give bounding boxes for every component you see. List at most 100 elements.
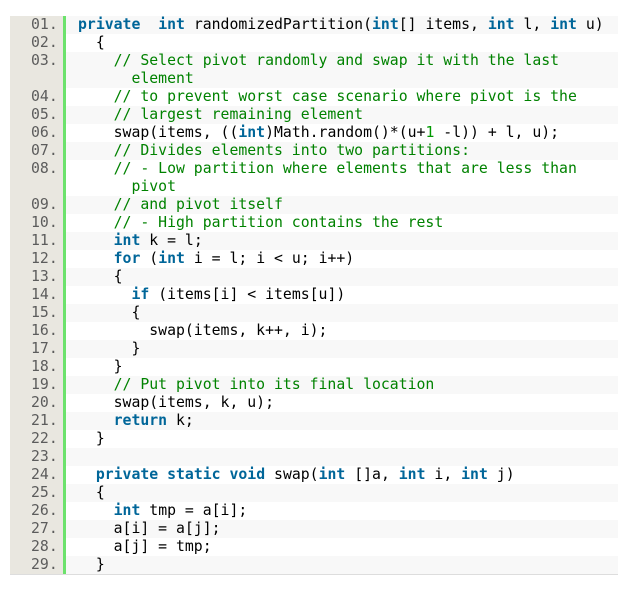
code-line: 04. // to prevent worst case scenario wh… xyxy=(10,88,618,106)
line-number: 17. xyxy=(31,340,58,357)
code-token: i = l; i < u; i++) xyxy=(184,250,355,267)
number-literal: 1 xyxy=(425,124,435,141)
code-token: { xyxy=(78,304,141,321)
code-token xyxy=(78,232,114,249)
code-token: []a, xyxy=(345,466,399,483)
line-number-gutter: 16. xyxy=(10,322,63,340)
code-token: k; xyxy=(167,412,194,429)
comment: // to prevent worst case scenario where … xyxy=(78,88,577,105)
line-number: 16. xyxy=(31,322,58,339)
keyword: if xyxy=(131,286,150,303)
gutter-divider xyxy=(63,304,66,322)
code-token: [] items, xyxy=(398,16,488,33)
code-text: { xyxy=(66,304,618,322)
line-number-gutter: 14. xyxy=(10,286,63,304)
line-number-gutter: 08. xyxy=(10,160,63,196)
code-text: // Put pivot into its final location xyxy=(66,376,618,394)
code-token xyxy=(158,466,167,483)
code-line: 19. // Put pivot into its final location xyxy=(10,376,618,394)
gutter-divider xyxy=(63,250,66,268)
line-number: 06. xyxy=(31,124,58,141)
keyword: private xyxy=(78,16,141,33)
gutter-divider xyxy=(63,34,66,52)
code-token: j) xyxy=(487,466,515,483)
keyword: int xyxy=(372,16,399,33)
gutter-divider xyxy=(63,376,66,394)
code-token: swap(items, k++, i); xyxy=(78,322,328,339)
code-token: l, xyxy=(514,16,551,33)
code-line: 17. } xyxy=(10,340,618,358)
gutter-divider xyxy=(63,538,66,556)
code-token: k = l; xyxy=(140,232,203,249)
code-line: 14. if (items[i] < items[u]) xyxy=(10,286,618,304)
code-text: a[j] = tmp; xyxy=(66,538,618,556)
keyword: int xyxy=(487,16,515,33)
line-number-gutter: 04. xyxy=(10,88,63,106)
line-number: 01. xyxy=(31,16,58,33)
keyword: int xyxy=(113,232,141,249)
line-number-gutter: 28. xyxy=(10,538,63,556)
code-token xyxy=(78,502,114,519)
line-number-gutter: 21. xyxy=(10,412,63,430)
line-number: 24. xyxy=(31,466,58,483)
code-line: 15. { xyxy=(10,304,618,322)
gutter-divider xyxy=(63,394,66,412)
line-number-gutter: 07. xyxy=(10,142,63,160)
keyword: int xyxy=(318,466,346,483)
code-token: a[i] = a[j]; xyxy=(78,520,221,537)
keyword: int xyxy=(113,502,141,519)
gutter-divider xyxy=(63,16,66,34)
code-line: 16. swap(items, k++, i); xyxy=(10,322,618,340)
line-number: 25. xyxy=(31,484,58,501)
gutter-divider xyxy=(63,484,66,502)
keyword: int xyxy=(238,124,266,141)
code-token xyxy=(78,412,114,429)
code-line: 01. private int randomizedPartition(int[]… xyxy=(10,16,618,34)
gutter-divider xyxy=(63,466,66,484)
code-text: // and pivot itself xyxy=(66,196,618,214)
code-token: { xyxy=(78,484,105,501)
code-token: -l)) + l, u); xyxy=(434,124,560,141)
comment: // largest remaining element xyxy=(78,106,364,123)
code-token xyxy=(78,466,96,483)
code-line: 02. { xyxy=(10,34,618,52)
code-token: tmp = a[i]; xyxy=(140,502,248,519)
code-line: 05. // largest remaining element xyxy=(10,106,618,124)
line-number: 12. xyxy=(31,250,58,267)
comment: // Put pivot into its final location xyxy=(78,376,435,393)
line-number-gutter: 23. xyxy=(10,448,63,466)
code-text: a[i] = a[j]; xyxy=(66,520,618,538)
code-text: // - High partition contains the rest xyxy=(66,214,618,232)
keyword: int xyxy=(158,250,185,267)
line-number-gutter: 03. xyxy=(10,52,63,88)
keyword: for xyxy=(113,250,141,267)
code-text: int k = l; xyxy=(66,232,618,250)
gutter-divider xyxy=(63,340,66,358)
line-number-gutter: 09. xyxy=(10,196,63,214)
code-text: private int randomizedPartition(int[] it… xyxy=(66,16,618,34)
line-number: 29. xyxy=(31,556,58,573)
line-number: 22. xyxy=(31,430,58,447)
keyword: int xyxy=(158,16,185,33)
code-text: int tmp = a[i]; xyxy=(66,502,618,520)
line-number-gutter: 06. xyxy=(10,124,63,142)
code-line: 13. { xyxy=(10,268,618,286)
line-number: 08. xyxy=(31,160,58,177)
code-line: 18. } xyxy=(10,358,618,376)
code-token: } xyxy=(78,358,123,375)
code-line: 27. a[i] = a[j]; xyxy=(10,520,618,538)
code-token: i, xyxy=(425,466,462,483)
code-token: ( xyxy=(140,250,159,267)
gutter-divider xyxy=(63,160,66,196)
keyword: int xyxy=(550,16,577,33)
code-text: private static void swap(int []a, int i,… xyxy=(66,466,618,484)
code-line: 23. xyxy=(10,448,618,466)
line-number: 13. xyxy=(31,268,58,285)
code-line: 03. // Select pivot randomly and swap it… xyxy=(10,52,618,88)
code-text: // largest remaining element xyxy=(66,106,618,124)
code-text: swap(items, k, u); xyxy=(66,394,618,412)
code-text: // Divides elements into two partitions: xyxy=(66,142,618,160)
line-number-gutter: 29. xyxy=(10,556,63,574)
gutter-divider xyxy=(63,502,66,520)
keyword: int xyxy=(398,466,426,483)
